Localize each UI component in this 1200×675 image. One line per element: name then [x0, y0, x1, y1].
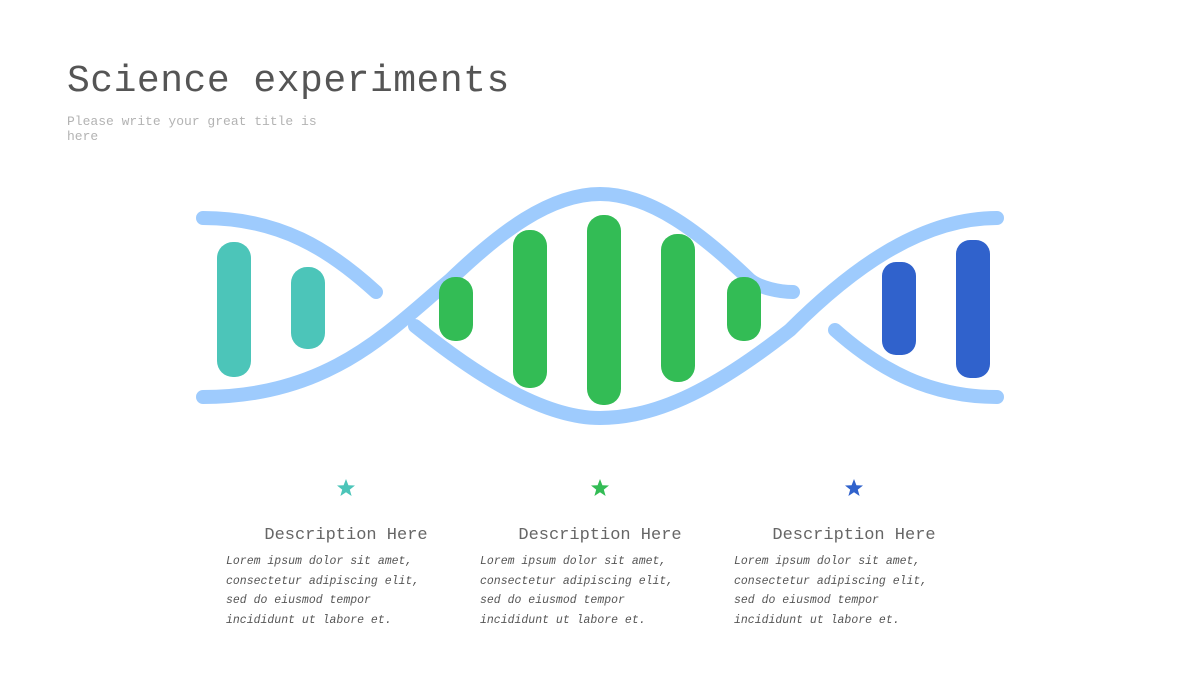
dna-strand: [828, 323, 1004, 404]
dna-strand: [408, 211, 1004, 426]
star-icon: [845, 479, 863, 496]
dna-strand: [196, 211, 383, 299]
description-heading: Description Here: [772, 526, 936, 545]
slide-subtitle: Please write your great title is here: [67, 114, 317, 144]
dna-base-pair: [882, 262, 916, 355]
description-text: Lorem ipsum dolor sit amet, consectetur …: [480, 555, 674, 627]
description-heading: Description Here: [518, 526, 682, 545]
dna-base-pair: [727, 277, 761, 341]
star-icon: [591, 479, 609, 496]
dna-base-pair: [661, 234, 695, 382]
slide-title: Science experiments: [67, 60, 510, 103]
dna-base-pair: [291, 267, 325, 349]
description-heading: Description Here: [264, 526, 428, 545]
dna-base-pair: [513, 230, 547, 388]
star-icon: [337, 479, 355, 496]
description-text: Lorem ipsum dolor sit amet, consectetur …: [734, 555, 928, 627]
dna-base-pair: [439, 277, 473, 341]
description-text: Lorem ipsum dolor sit amet, consectetur …: [226, 555, 420, 627]
dna-base-pair: [956, 240, 990, 378]
dna-base-pair: [217, 242, 251, 377]
dna-base-pair: [587, 215, 621, 405]
